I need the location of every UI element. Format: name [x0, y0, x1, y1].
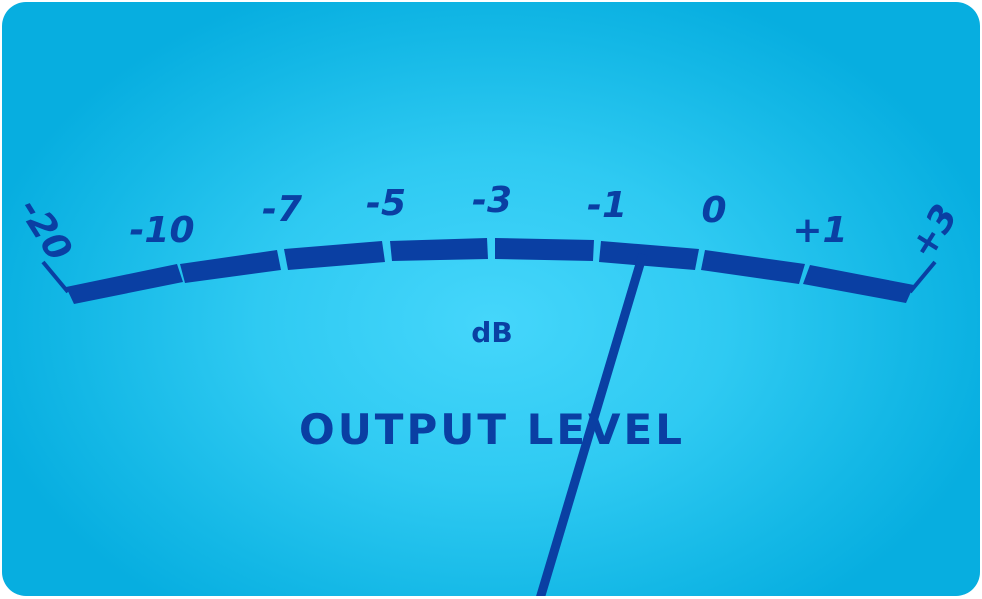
scale-label: -7 — [262, 189, 302, 230]
scale-label: -20 — [10, 191, 79, 268]
unit-label: dB — [471, 316, 512, 349]
scale-segment — [599, 241, 699, 270]
scale-segment — [701, 250, 805, 284]
scale-segment — [284, 241, 385, 270]
scale-label: 0 — [701, 190, 726, 231]
scale-label: +3 — [902, 198, 966, 267]
scale-segment — [180, 250, 281, 283]
scale-end-tick-right — [908, 260, 937, 294]
scale-segment — [66, 264, 183, 304]
scale-arc — [66, 238, 914, 304]
scale-end-tick-left — [41, 260, 70, 294]
scale-segment — [803, 265, 914, 303]
scale-segment — [495, 238, 594, 261]
scale-label: +1 — [792, 210, 847, 251]
scale-label: -10 — [129, 210, 194, 251]
scale-label: -3 — [472, 180, 512, 221]
scale-segment — [390, 238, 488, 261]
meter-title: OUTPUT LEVEL — [299, 405, 685, 454]
meter-needle — [536, 252, 648, 596]
scale-label: -1 — [587, 185, 627, 226]
scale-label: -5 — [366, 183, 406, 224]
